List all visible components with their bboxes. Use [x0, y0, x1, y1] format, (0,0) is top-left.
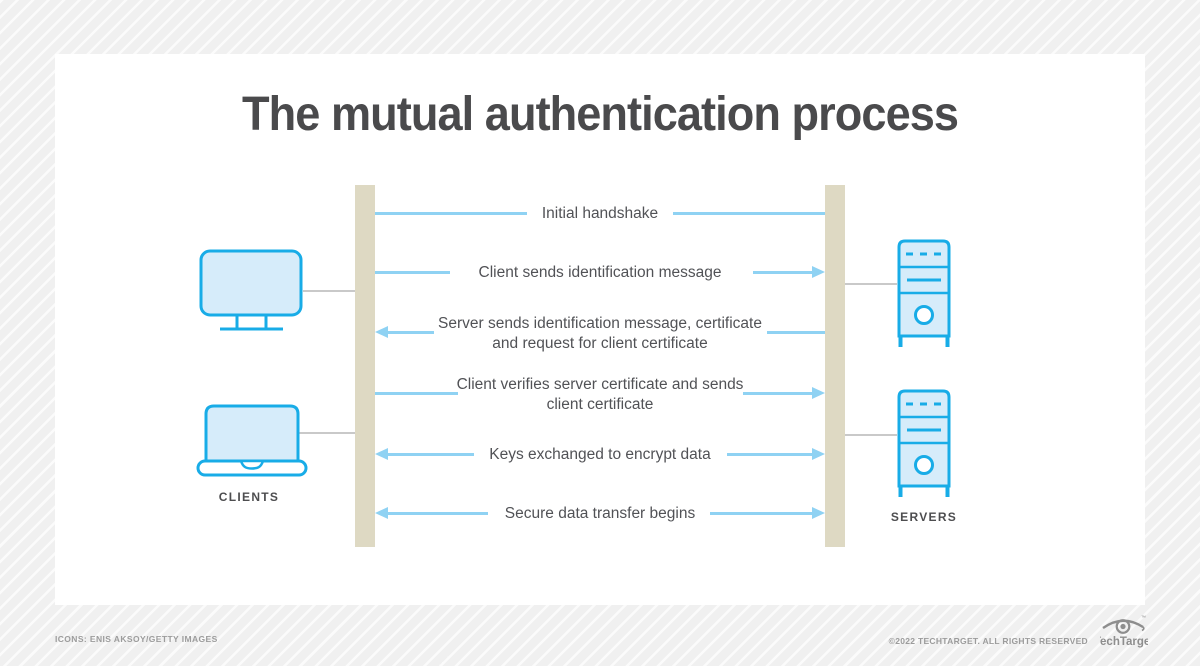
message-line [375, 212, 527, 215]
step-label: Secure data transfer begins [504, 505, 696, 522]
laptop-icon [196, 404, 308, 477]
server1-connector-line [845, 283, 897, 285]
message-line [673, 212, 825, 215]
techtarget-logo: ™ TechTarget [1100, 615, 1148, 648]
message-line [388, 331, 434, 334]
client-lifeline-bar [355, 185, 375, 547]
message-line [375, 271, 450, 274]
arrow-right-icon [812, 266, 825, 278]
step-label: Server sends identification message, cer… [355, 314, 845, 353]
message-line [767, 331, 825, 334]
clients-label: CLIENTS [218, 490, 280, 504]
message-line [710, 512, 813, 515]
laptop-connector-line [298, 432, 355, 434]
step-label: Keys exchanged to encrypt data [489, 446, 711, 463]
server-lifeline-bar [825, 185, 845, 547]
icons-credit-text: ICONS: ENIS AKSOY/GETTY IMAGES [55, 634, 218, 644]
techtarget-logo-text: TechTarget [1100, 636, 1148, 648]
arrow-left-icon [375, 507, 388, 519]
step-label-text: Server sends identification message, cer… [438, 315, 762, 352]
server-icon [897, 239, 951, 347]
step-label: Client sends identification message [478, 264, 722, 281]
page-title: The mutual authentication process [241, 88, 959, 141]
message-line [375, 392, 458, 395]
message-line [388, 453, 474, 456]
monitor-icon [199, 249, 303, 331]
servers-label: SERVERS [890, 510, 958, 524]
trademark-symbol: ™ [1141, 615, 1146, 621]
arrow-right-icon [812, 387, 825, 399]
message-line [388, 512, 488, 515]
server2-connector-line [845, 434, 897, 436]
arrow-right-icon [812, 448, 825, 460]
message-line [743, 392, 813, 395]
arrow-left-icon [375, 448, 388, 460]
server-icon [897, 389, 951, 497]
message-line [727, 453, 813, 456]
monitor-connector-line [303, 290, 355, 292]
arrow-right-icon [812, 507, 825, 519]
arrow-left-icon [375, 326, 388, 338]
eye-icon [1102, 619, 1145, 634]
copyright-text: ©2022 TECHTARGET. ALL RIGHTS RESERVED [888, 636, 1088, 646]
step-label: Client verifies server certificate and s… [355, 375, 845, 414]
message-line [753, 271, 813, 274]
step-label: Initial handshake [541, 205, 659, 222]
step-label-text: Client verifies server certificate and s… [456, 376, 744, 413]
